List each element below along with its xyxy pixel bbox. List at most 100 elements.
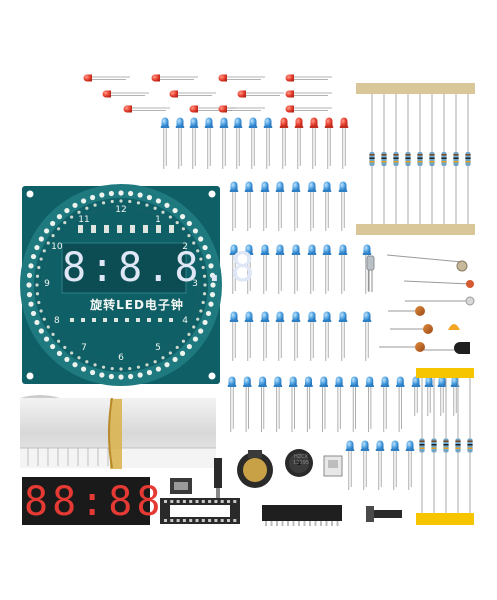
led-row-top	[160, 117, 349, 169]
led-horizontal	[102, 90, 149, 98]
led	[291, 311, 301, 361]
socket-pin	[189, 500, 193, 503]
led-horizontal	[169, 90, 216, 98]
ic-socket-and-parts	[160, 449, 402, 526]
socket-pin	[214, 519, 218, 522]
pcb-pad	[158, 318, 162, 322]
led-pad	[93, 363, 97, 367]
led-pad	[110, 199, 114, 204]
socket-pin	[233, 500, 237, 503]
led-pad	[39, 309, 43, 313]
socket-pin	[208, 519, 212, 522]
led-pad	[199, 309, 203, 313]
led-pad	[179, 350, 186, 356]
socket-pin	[164, 500, 167, 503]
led-pad	[26, 272, 33, 278]
pcb-pad	[156, 225, 161, 233]
blue-led-row-lower	[227, 376, 460, 490]
ic-pin	[331, 521, 333, 526]
led-pad	[50, 220, 56, 227]
led-pad	[175, 345, 179, 350]
led	[437, 376, 447, 416]
led-pad	[43, 228, 50, 234]
ic-pin	[303, 521, 306, 526]
led-pad	[110, 366, 114, 371]
pcb-pad	[92, 318, 96, 322]
led-pad	[37, 265, 41, 270]
led	[390, 440, 400, 490]
led-pad	[34, 319, 40, 326]
led	[248, 117, 258, 169]
resistor-tape-top	[356, 83, 475, 235]
led-pad	[46, 325, 50, 329]
led	[338, 311, 348, 361]
led-pad	[145, 363, 149, 367]
led	[244, 181, 254, 231]
led-pad	[118, 374, 124, 380]
led-pad	[196, 317, 200, 321]
led	[411, 376, 421, 416]
pcb-display-digits: 8:8.8.8	[62, 245, 259, 291]
ic-pin	[314, 521, 317, 526]
led-pad	[145, 203, 149, 207]
socket-pin	[227, 500, 230, 503]
led-pad	[187, 234, 191, 238]
led-pad	[168, 351, 172, 355]
led	[360, 440, 370, 490]
resistor	[417, 94, 423, 224]
led-horizontal	[237, 90, 284, 98]
led-pad	[118, 190, 124, 196]
resistor	[405, 94, 411, 224]
led	[275, 244, 285, 294]
led-pad	[108, 373, 114, 380]
led-pad	[64, 207, 70, 214]
socket-pin	[208, 500, 212, 503]
pcb-pad	[169, 318, 173, 322]
led	[294, 117, 304, 169]
resistor-tape-bottom	[416, 368, 474, 525]
led-horizontal	[285, 74, 332, 82]
led	[244, 311, 254, 361]
led-pad	[26, 282, 32, 288]
led-pad	[80, 366, 87, 372]
led	[204, 117, 214, 169]
led	[307, 181, 317, 231]
resistor	[393, 94, 399, 224]
led	[396, 376, 405, 432]
socket-pin	[220, 519, 224, 522]
led-pad	[146, 369, 153, 376]
led-pad	[161, 210, 165, 214]
small-components-right	[366, 254, 475, 354]
led	[229, 311, 239, 361]
led-pad	[202, 244, 208, 251]
clock-pcb-board	[20, 184, 222, 386]
led-pad	[196, 249, 200, 253]
led	[273, 376, 283, 432]
led-pad	[119, 367, 123, 371]
pcb-hour-label: 1	[155, 214, 161, 225]
resistor	[369, 94, 375, 224]
led	[424, 376, 434, 416]
led-pad	[199, 257, 203, 261]
ic-pin	[320, 521, 322, 526]
led	[307, 244, 317, 294]
led-pad	[101, 201, 106, 205]
led-pad	[181, 227, 186, 231]
led-pad	[208, 301, 214, 307]
resistor	[443, 378, 449, 513]
pcb-pad	[114, 318, 118, 322]
socket-pin	[176, 500, 180, 503]
led	[289, 376, 298, 432]
pcb-hour-label: 2	[182, 242, 188, 252]
led-pad	[164, 202, 170, 208]
led	[189, 117, 199, 169]
socket-pin	[233, 519, 237, 522]
led	[307, 311, 317, 361]
led-pad	[56, 339, 61, 343]
resistor	[381, 94, 387, 224]
led	[244, 244, 254, 294]
led	[227, 376, 237, 432]
pcb-hour-label: 7	[81, 343, 87, 354]
ic-pin	[276, 521, 278, 526]
